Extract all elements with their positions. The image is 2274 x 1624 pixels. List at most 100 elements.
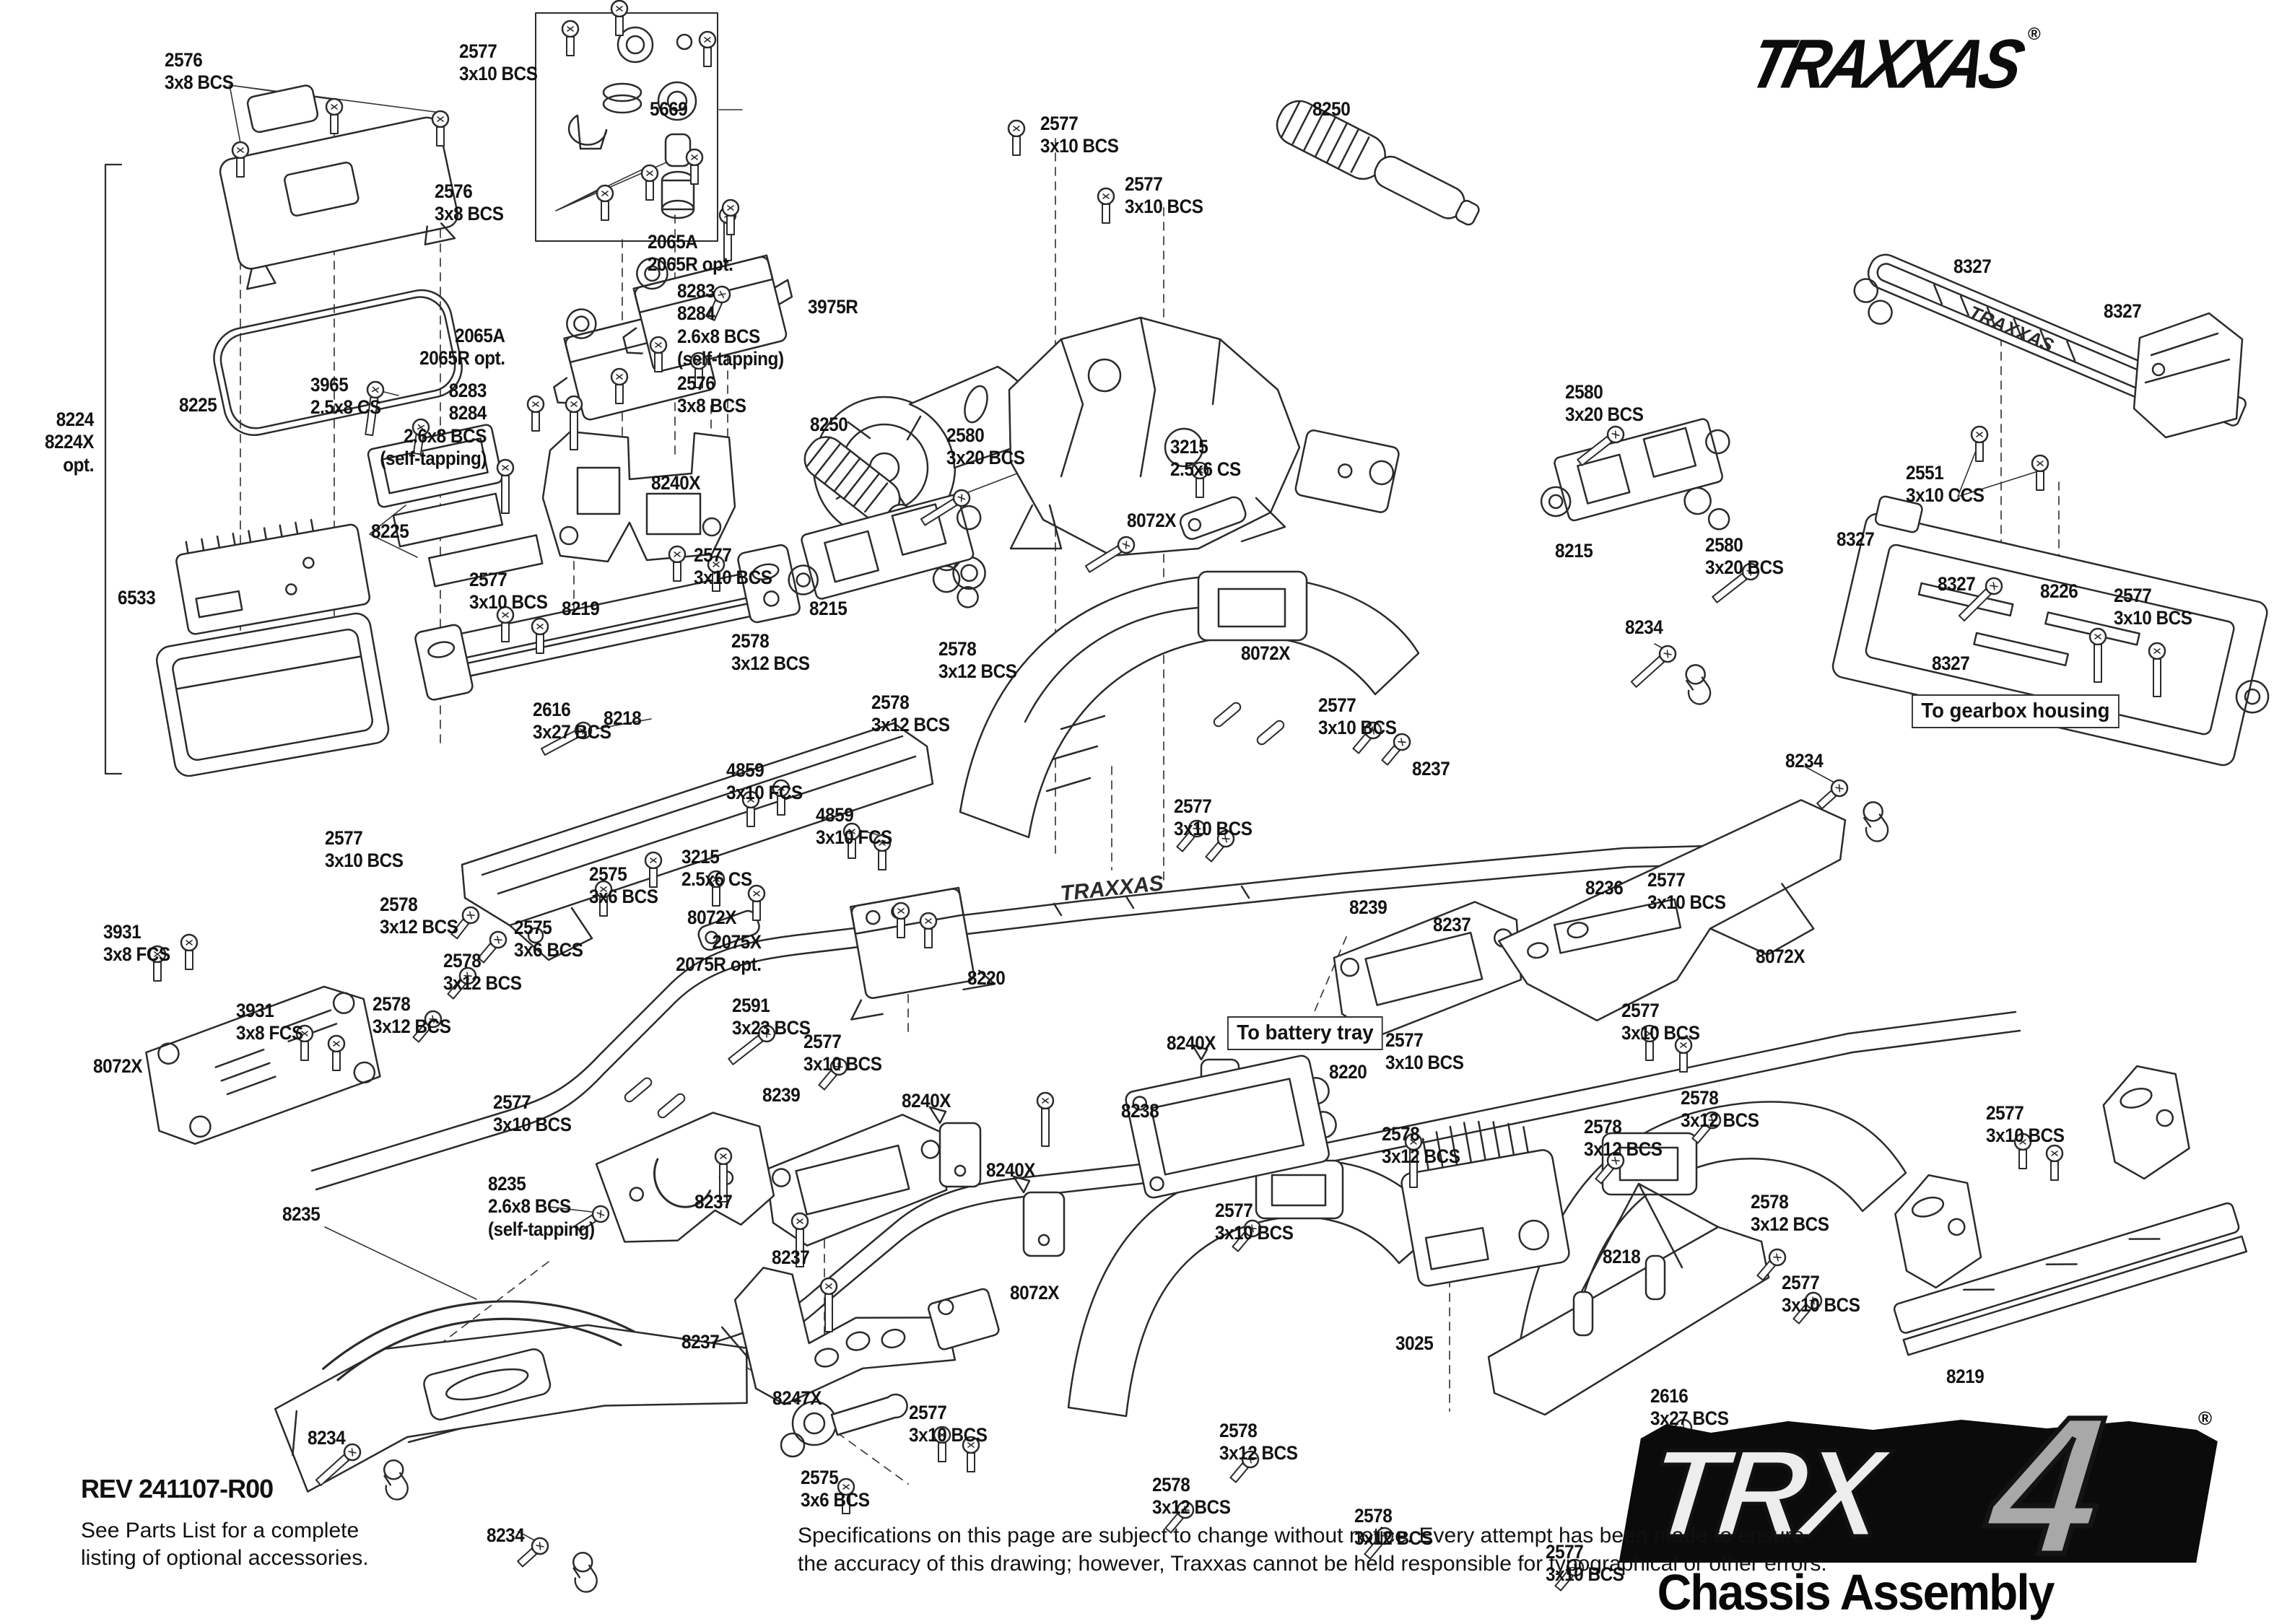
part-label: 2577 3x10 BCS: [1215, 1200, 1294, 1244]
part-label: 8234: [1785, 750, 1824, 772]
parts-list-note: See Parts List for a complete listing of…: [81, 1519, 369, 1570]
part-label: 8247X: [772, 1387, 822, 1409]
part-label: 8236: [1585, 877, 1624, 899]
part-label: 8072X: [1241, 642, 1291, 664]
part-label: 2577 3x10 BCS: [1385, 1029, 1464, 1074]
part-label: 8238: [1121, 1100, 1159, 1122]
part-label: 8250: [810, 414, 848, 435]
shackle-8234-b: [1860, 799, 1891, 844]
part-label: 2576 3x8 BCS: [165, 49, 234, 94]
gearbox-servo: [1294, 429, 1400, 513]
part-label: 2580 3x20 BCS: [946, 424, 1025, 469]
part-label: 2577 3x10 BCS: [1318, 694, 1397, 739]
steering-parts-box-5669: [535, 12, 718, 242]
battery-tray-8226: [1831, 495, 2270, 767]
servo-horn-8247x: [780, 1393, 908, 1458]
part-label: 8224 8224X opt.: [44, 409, 94, 476]
receiver-6533: [175, 518, 371, 635]
part-label: 2578 3x12 BCS: [1382, 1123, 1460, 1168]
rail-8219-left: [414, 544, 801, 701]
part-label: 8215: [1555, 540, 1593, 562]
part-label: 8237: [681, 1331, 720, 1353]
part-label: 2578 3x12 BCS: [1584, 1116, 1663, 1161]
part-label: 2578 3x12 BCS: [938, 638, 1017, 683]
part-label: 8218: [1603, 1246, 1641, 1267]
part-label: 2578 3x12 BCS: [731, 630, 810, 675]
trx4-logo: TRX 4 ® Chassis Assembly: [1487, 1374, 2238, 1624]
part-label: 8327: [2104, 300, 2142, 322]
part-label: 8225: [371, 520, 409, 542]
part-label: 8237: [1433, 914, 1471, 935]
part-label: 8225: [179, 394, 217, 416]
part-label: 2616 3x27 BCS: [1650, 1385, 1729, 1430]
part-label: 8215: [809, 598, 848, 619]
part-label: 8072X: [93, 1055, 143, 1077]
part-label: 2576 3x8 BCS: [677, 372, 746, 417]
receiver-cover: [219, 84, 459, 290]
part-label: 8072X: [1756, 946, 1805, 967]
receiver-gasket: [213, 289, 463, 437]
part-label: 2065A 2065R opt.: [648, 231, 733, 276]
part-label: 8239: [1349, 896, 1388, 918]
antenna-mount-8072x: [1179, 496, 1247, 540]
registered-mark: ®: [2027, 25, 2041, 44]
part-label: 8220: [1329, 1061, 1367, 1083]
skid-plate-8072x: [145, 985, 381, 1145]
part-label: 2577 3x10 BCS: [459, 40, 538, 85]
part-label: 3931 3x8 FCS: [236, 1000, 303, 1044]
part-label: 8234: [1625, 616, 1663, 638]
part-label: 3975R: [808, 296, 858, 318]
trx4-registered-mark: ®: [2198, 1407, 2213, 1429]
shackle-8234-c: [380, 1457, 411, 1503]
receiver-clamp-frame: [367, 424, 503, 508]
bracket-8224: [104, 163, 123, 775]
fender-front-right-8072x: [959, 570, 1420, 839]
part-label: 8219: [1946, 1366, 1985, 1387]
part-label: 8240X: [902, 1090, 951, 1112]
part-label: 2577 3x10 BCS: [1040, 113, 1119, 157]
part-label: 2577 3x10 BCS: [493, 1091, 572, 1136]
part-label: 8237: [1412, 758, 1450, 780]
part-label: 8218: [604, 707, 642, 729]
part-label: 2577 3x10 BCS: [1546, 1541, 1624, 1586]
frame-8238: [1125, 1055, 1337, 1199]
traxxas-logo: TRAXXAS®: [1742, 25, 2223, 111]
part-label: 2578 3x12 BCS: [443, 950, 522, 995]
part-label: 2591 3x23 BCS: [732, 995, 811, 1039]
part-label: 2577 3x10 BCS: [1174, 795, 1253, 840]
part-label: 8283 8284 2.6x8 BCS (self-tapping): [677, 280, 784, 370]
driveshaft-front-8250: [1276, 100, 1480, 226]
part-label: 2577 3x10 BCS: [1125, 173, 1203, 218]
receiver-tray: [156, 612, 390, 777]
part-label: 8327: [1938, 573, 1976, 595]
part-label: 8327: [1837, 528, 1875, 550]
servo-mount-8240x: [541, 430, 736, 563]
svg-text:TRAXXAS: TRAXXAS: [1059, 871, 1164, 906]
part-label: 2577 3x10 BCS: [909, 1402, 988, 1446]
traxxas-wordmark: TRAXXAS: [1741, 25, 2028, 103]
mount-8239-right: [1333, 901, 1522, 1037]
part-label: 8283 8284 2.6x8 BCS (self-tapping): [380, 380, 487, 469]
fender-rear-right-8072x: [1515, 1101, 1907, 1376]
part-label: 8072X: [1127, 510, 1177, 531]
part-label: 2575 3x6 BCS: [514, 917, 583, 961]
part-label: 2577 3x10 BCS: [325, 827, 404, 872]
part-label: 2551 3x10 CCS: [1906, 462, 1985, 507]
part-label: 3215 2.5x6 CS: [681, 846, 752, 891]
part-label: 2578 3x12 BCS: [1354, 1505, 1433, 1550]
mount-8215-right: [1540, 418, 1730, 531]
part-label: 5669: [650, 98, 688, 120]
part-label: 2578 3x12 BCS: [373, 993, 451, 1038]
part-label: 2075X 2075R opt.: [676, 931, 762, 976]
callout-box: To gearbox housing: [1912, 694, 2120, 728]
part-label: 2580 3x20 BCS: [1565, 381, 1644, 426]
part-label: 4859 3x10 FCS: [816, 804, 892, 849]
part-label: 8235: [282, 1203, 321, 1225]
shackle-8234-a: [1682, 662, 1714, 707]
part-label: 2577 3x10 BCS: [803, 1031, 882, 1075]
part-label: 8239: [762, 1084, 801, 1106]
part-label: 2616 3x27 BCS: [533, 699, 611, 743]
part-label: 8235 2.6x8 BCS (self-tapping): [488, 1173, 595, 1240]
